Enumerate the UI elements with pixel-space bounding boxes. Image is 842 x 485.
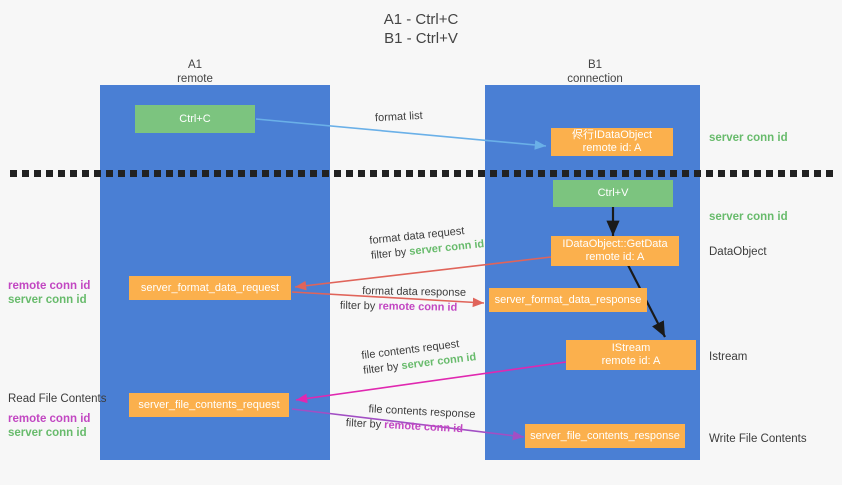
title-line-1: A1 - Ctrl+C [383, 11, 459, 28]
title-line-2: B1 - Ctrl+V [384, 30, 458, 47]
label-server-conn-id-1: server conn id [8, 294, 87, 306]
lane-b1-name: B1 [587, 59, 603, 71]
edge-label-file-contents-response: file contents response filter by remote … [345, 402, 475, 438]
edge-label-file-contents-request-filter-prefix: filter by [362, 360, 403, 377]
edge-label-format-data-request: format data request filter by server con… [369, 222, 485, 264]
box-server-format-data-request[interactable]: server_format_data_request [129, 276, 291, 300]
box-ctrl-v[interactable]: Ctrl+V [553, 180, 673, 207]
box-server-file-contents-request[interactable]: server_file_contents_request [129, 393, 289, 417]
label-read-file-contents: Read File Contents [8, 393, 107, 405]
label-remote-conn-id-2: remote conn id [8, 413, 91, 425]
box-server-format-data-response[interactable]: server_format_data_response [489, 288, 647, 312]
box-server-file-contents-response[interactable]: server_file_contents_response [525, 424, 685, 448]
label-remote-conn-id-1: remote conn id [8, 280, 91, 292]
box-istream[interactable]: IStream remote id: A [566, 340, 696, 370]
lane-a1-name: A1 [187, 59, 203, 71]
edge-label-format-data-response-filter-prefix: filter by [339, 299, 379, 313]
label-server-conn-id-top: server conn id [709, 132, 788, 144]
edge-label-file-contents-response-filter-target: remote conn id [383, 419, 464, 436]
edge-label-file-contents-response-filter-prefix: filter by [345, 417, 385, 432]
edge-label-file-contents-request: file contents request filter by server c… [361, 335, 478, 379]
page-title: A1 - Ctrl+C B1 - Ctrl+V [0, 10, 842, 48]
box-idataobject-getdata[interactable]: IDataObject::GetData remote id: A [551, 236, 679, 266]
edge-label-format-list: format list [375, 109, 423, 126]
label-server-conn-id-mid: server conn id [709, 211, 788, 223]
lane-header-b1: B1 connection [530, 58, 660, 86]
dashed-divider [10, 170, 834, 177]
label-dataobject: DataObject [709, 246, 767, 258]
box-idataobject[interactable]: 侭行IDataObject remote id: A [551, 128, 673, 156]
edge-label-format-data-response-text: format data response [362, 285, 467, 299]
lane-header-a1: A1 remote [130, 58, 260, 86]
lane-b1-sub: connection [567, 73, 623, 85]
box-ctrl-c[interactable]: Ctrl+C [135, 105, 255, 133]
label-write-file-contents: Write File Contents [709, 433, 807, 445]
edge-label-format-data-response-filter-target: remote conn id [378, 300, 458, 314]
edge-label-format-list-text: format list [374, 109, 423, 125]
edge-label-format-data-response: format data response filter by remote co… [340, 284, 467, 316]
lane-a1-sub: remote [177, 73, 213, 85]
label-istream: Istream [709, 351, 748, 363]
label-server-conn-id-2: server conn id [8, 427, 87, 439]
edge-label-format-data-request-filter-prefix: filter by [370, 245, 410, 262]
